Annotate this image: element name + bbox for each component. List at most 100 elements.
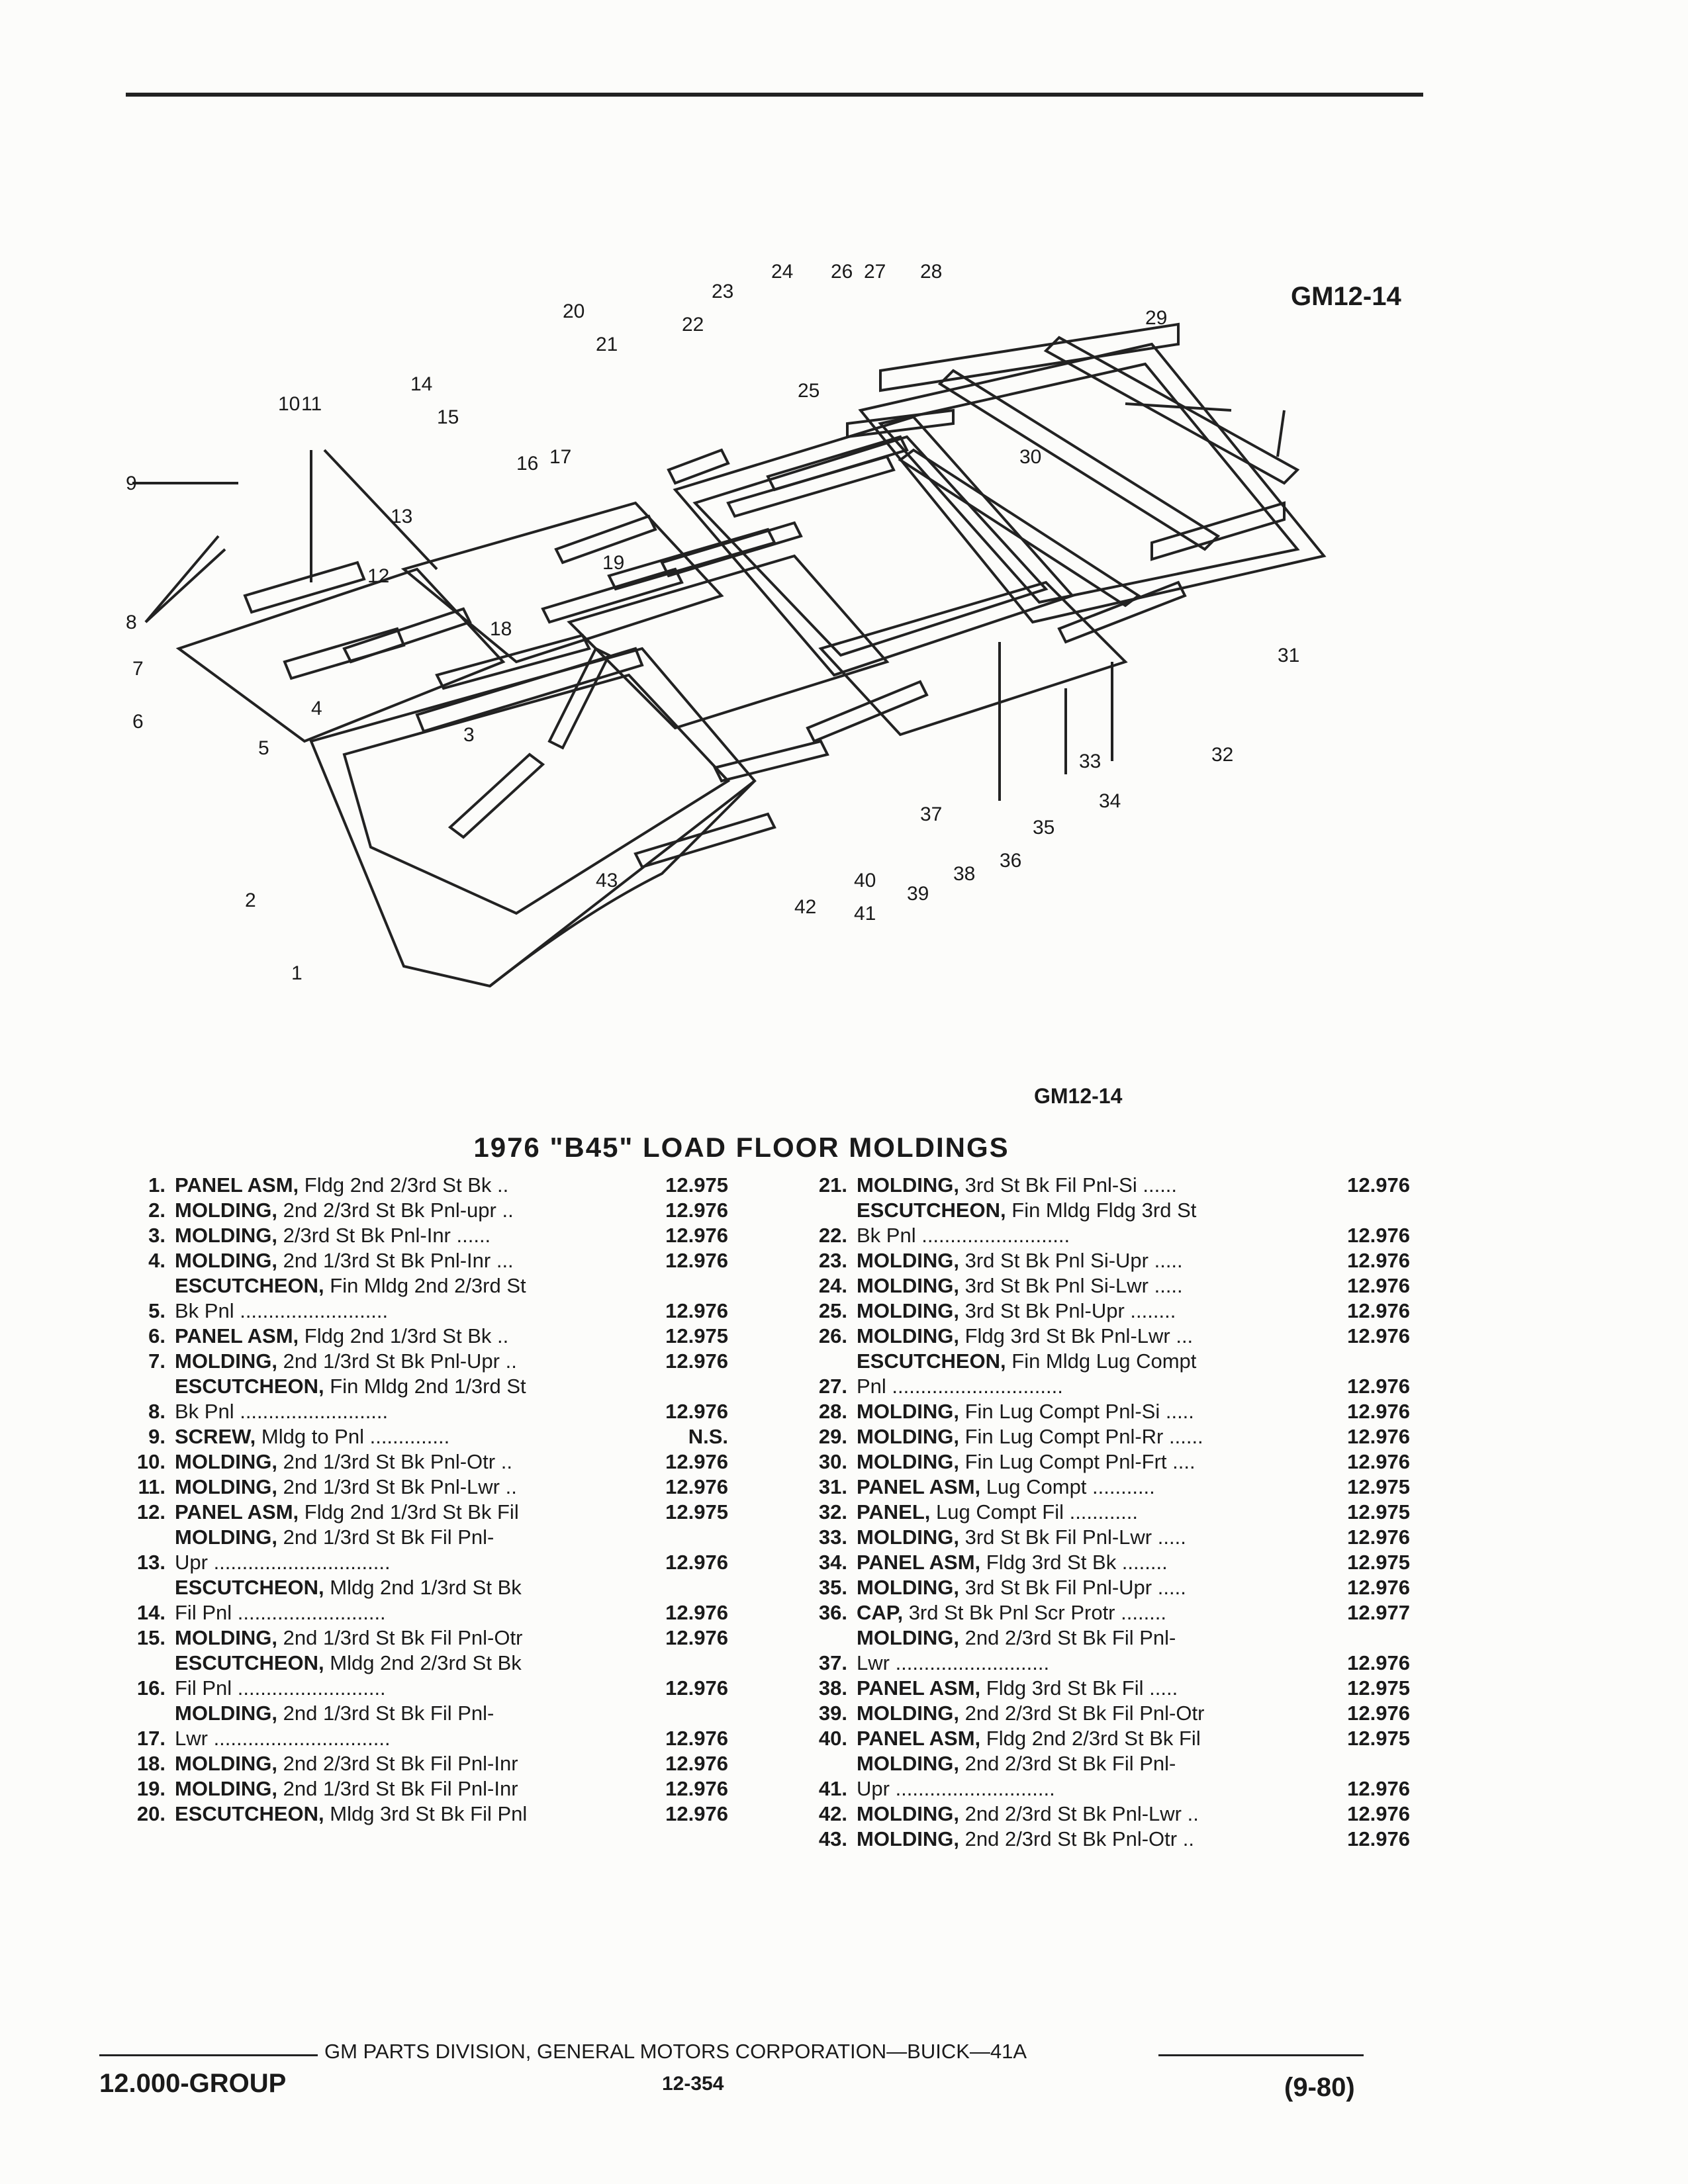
parts-row: 42.MOLDING, 2nd 2/3rd St Bk Pnl-Lwr ..12… [774, 1801, 1410, 1827]
callout-21: 21 [596, 334, 618, 355]
part-name: PANEL ASM, [857, 1727, 981, 1750]
part-detail: Fldg 3rd St Bk ........ [980, 1551, 1168, 1574]
parts-row: 3.MOLDING, 2/3rd St Bk Pnl-Inr ......12.… [93, 1223, 728, 1248]
part-name: MOLDING, [857, 1173, 959, 1197]
part-name: MOLDING, [175, 1702, 277, 1725]
callout-37: 37 [920, 803, 942, 825]
callout-38: 38 [953, 863, 975, 885]
callout-41: 41 [854, 903, 876, 925]
part-detail: Fldg 2nd 1/3rd St Bk Fil [299, 1500, 519, 1524]
part-description: MOLDING, 3rd St Bk Pnl-Upr ........ [857, 1298, 1311, 1324]
callout-29: 29 [1145, 307, 1167, 329]
part-detail: Fldg 2nd 2/3rd St Bk .. [299, 1173, 509, 1197]
callout-24: 24 [771, 261, 793, 283]
part-group-code: 12.976 [1347, 1400, 1410, 1423]
part-name: MOLDING, [857, 1249, 959, 1272]
parts-row: 33.MOLDING, 3rd St Bk Fil Pnl-Lwr .....1… [774, 1525, 1410, 1550]
parts-row: 13.MOLDING, 2nd 1/3rd St Bk Fil Pnl- Upr… [93, 1525, 728, 1575]
parts-row: 1.PANEL ASM, Fldg 2nd 2/3rd St Bk ..12.9… [93, 1173, 728, 1198]
part-description: PANEL ASM, Fldg 2nd 2/3rd St Bk .. [175, 1173, 629, 1198]
parts-row: 27.ESCUTCHEON, Fin Mldg Lug Compt Pnl ..… [774, 1349, 1410, 1399]
part-detail: 3rd St Bk Pnl Scr Protr ........ [903, 1601, 1167, 1624]
part-number: 15. [136, 1626, 165, 1649]
parts-row: 21.MOLDING, 3rd St Bk Fil Pnl-Si ......1… [774, 1173, 1410, 1198]
parts-row: 23.MOLDING, 3rd St Bk Pnl Si-Upr .....12… [774, 1248, 1410, 1273]
part-detail: Fldg 3rd St Bk Fil ..... [980, 1676, 1178, 1700]
part-description: MOLDING, 2nd 2/3rd St Bk Pnl-upr .. [175, 1198, 629, 1223]
callout-42: 42 [794, 896, 816, 918]
part-number: 11. [138, 1475, 165, 1498]
part-number: 41. [818, 1777, 847, 1800]
part-group-code: 12.976 [665, 1224, 728, 1247]
part-name: MOLDING, [175, 1626, 277, 1649]
callout-8: 8 [126, 612, 137, 633]
part-group-code: 12.976 [665, 1299, 728, 1322]
callout-10: 10 [278, 393, 300, 415]
parts-row: 31.PANEL ASM, Lug Compt ...........12.97… [774, 1475, 1410, 1500]
callout-6: 6 [132, 711, 144, 733]
part-name: ESCUTCHEON, [857, 1199, 1006, 1222]
part-detail: 3rd St Bk Fil Pnl-Lwr ..... [959, 1525, 1186, 1549]
callout-28: 28 [920, 261, 942, 283]
callout-34: 34 [1099, 790, 1121, 812]
part-group-code: 12.976 [1347, 1375, 1410, 1398]
part-group-code: 12.976 [665, 1802, 728, 1825]
part-description: MOLDING, Fin Lug Compt Pnl-Rr ...... [857, 1424, 1311, 1449]
callout-26: 26 [831, 261, 853, 283]
part-detail: 2nd 2/3rd St Bk Fil Pnl- Lwr ...........… [857, 1626, 1176, 1674]
part-group-code: 12.975 [1347, 1676, 1410, 1700]
callout-7: 7 [132, 658, 144, 680]
part-description: MOLDING, 2nd 1/3rd St Bk Fil Pnl- Lwr ..… [175, 1701, 629, 1751]
part-detail: Fldg 3rd St Bk Pnl-Lwr ... [959, 1324, 1194, 1347]
part-description: MOLDING, 2nd 1/3rd St Bk Fil Pnl-Inr [175, 1776, 629, 1801]
part-name: ESCUTCHEON, [175, 1802, 324, 1825]
part-name: MOLDING, [857, 1274, 959, 1297]
part-detail: 2nd 2/3rd St Bk Pnl-Lwr .. [959, 1802, 1199, 1825]
part-detail: 3rd St Bk Fil Pnl-Upr ..... [959, 1576, 1186, 1599]
part-group-code: 12.976 [1347, 1802, 1410, 1825]
part-detail: Fldg 2nd 2/3rd St Bk Fil [980, 1727, 1201, 1750]
part-number: 35. [818, 1576, 847, 1599]
parts-row: 41.MOLDING, 2nd 2/3rd St Bk Fil Pnl- Upr… [774, 1751, 1410, 1801]
part-number: 13. [136, 1551, 165, 1574]
footer-rule-left [99, 2054, 318, 2056]
part-name: MOLDING, [857, 1425, 959, 1448]
part-detail: Fin Lug Compt Pnl-Si ..... [959, 1400, 1194, 1423]
part-name: MOLDING, [857, 1702, 959, 1725]
part-number: 33. [818, 1525, 847, 1549]
part-description: MOLDING, 2nd 1/3rd St Bk Fil Pnl-Otr [175, 1625, 629, 1651]
part-detail: Mldg 2nd 1/3rd St Bk Fil Pnl ...........… [175, 1576, 522, 1624]
part-name: PANEL ASM, [857, 1475, 981, 1498]
callout-35: 35 [1033, 817, 1055, 839]
parts-row: 5.ESCUTCHEON, Fin Mldg 2nd 2/3rd St Bk P… [93, 1273, 728, 1324]
parts-row: 15. MOLDING, 2nd 1/3rd St Bk Fil Pnl-Otr 1… [93, 1625, 728, 1651]
callout-39: 39 [907, 883, 929, 905]
part-detail: Fin Lug Compt Pnl-Rr ...... [959, 1425, 1203, 1448]
part-description: ESCUTCHEON, Mldg 3rd St Bk Fil Pnl [175, 1801, 629, 1827]
part-number: 6. [148, 1324, 165, 1347]
parts-row: 16.ESCUTCHEON, Mldg 2nd 2/3rd St Bk Fil … [93, 1651, 728, 1701]
part-name: ESCUTCHEON, [175, 1651, 324, 1674]
parts-row: 9.SCREW, Mldg to Pnl ..............N.S. [93, 1424, 728, 1449]
parts-row: 32.PANEL, Lug Compt Fil ............12.9… [774, 1500, 1410, 1525]
callout-17: 17 [549, 446, 571, 468]
part-group-code: 12.976 [665, 1626, 728, 1649]
parts-row: 36.CAP, 3rd St Bk Pnl Scr Protr ........… [774, 1600, 1410, 1625]
part-group-code: 12.976 [1347, 1249, 1410, 1272]
part-description: PANEL ASM, Fldg 2nd 1/3rd St Bk Fil [175, 1500, 629, 1525]
parts-row: 24.MOLDING, 3rd St Bk Pnl Si-Lwr .....12… [774, 1273, 1410, 1298]
callout-20: 20 [563, 300, 585, 322]
part-description: MOLDING, Fin Lug Compt Pnl-Frt .... [857, 1449, 1311, 1475]
parts-row: 38.PANEL ASM, Fldg 3rd St Bk Fil .....12… [774, 1676, 1410, 1701]
part-description: MOLDING, 2nd 1/3rd St Bk Pnl-Otr .. [175, 1449, 629, 1475]
callout-1: 1 [291, 962, 303, 984]
parts-row: 30.MOLDING, Fin Lug Compt Pnl-Frt ....12… [774, 1449, 1410, 1475]
part-detail: Lug Compt ........... [980, 1475, 1155, 1498]
part-detail: 2nd 2/3rd St Bk Pnl-Otr .. [959, 1827, 1194, 1850]
part-detail: Fin Mldg Fldg 3rd St Bk Pnl ............… [857, 1199, 1197, 1247]
callout-19: 19 [602, 552, 624, 574]
part-group-code: 12.976 [1347, 1525, 1410, 1549]
part-number: 14. [136, 1601, 165, 1624]
part-name: PANEL, [857, 1500, 931, 1524]
